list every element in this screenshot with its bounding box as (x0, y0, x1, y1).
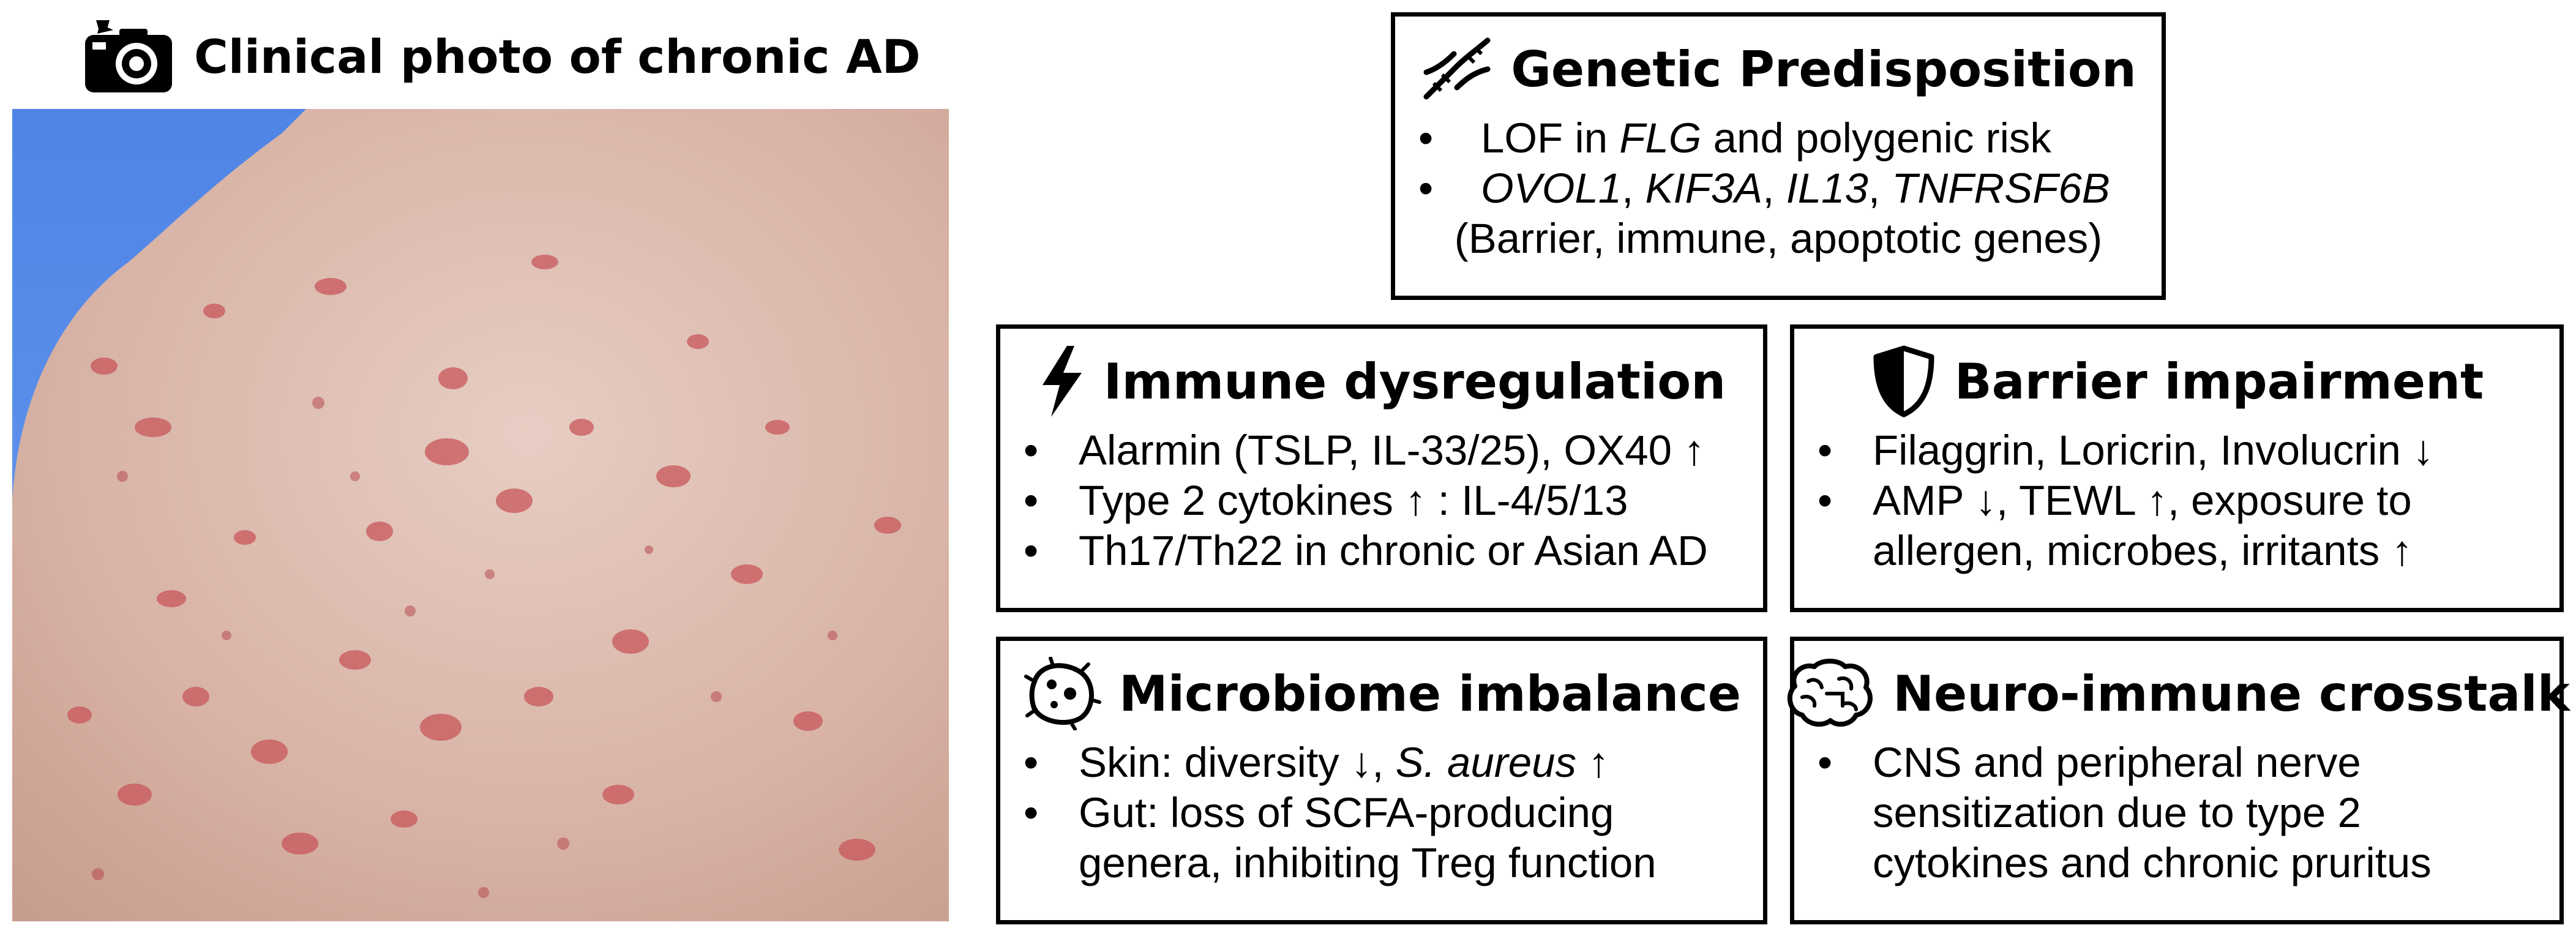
immune-title-text: Immune dysregulation (1103, 353, 1726, 410)
list-item: sensitization due to type 2 (1873, 789, 2361, 836)
microbiome-items: Skin: diversity ↓, S. aureus ↑ Gut: loss… (1000, 738, 1763, 888)
genetic-predisposition-box: Genetic Predisposition LOF in FLG and po… (1391, 12, 2166, 300)
neuro-immune-crosstalk-title: Neuro-immune crosstalk (1788, 654, 2570, 733)
list-item: allergen, microbes, irritants ↑ (1873, 527, 2413, 574)
list-item: LOF in FLG and polygenic risk (1395, 113, 2162, 163)
immune-items: Alarmin (TSLP, IL-33/25), OX40 ↑ Type 2 … (1000, 425, 1763, 576)
list-item: Filaggrin, Loricrin, Involucrin ↓ (1794, 425, 2559, 476)
list-item: Th17/Th22 in chronic or Asian AD (1000, 526, 1763, 576)
list-item: AMP ↓, TEWL ↑, exposure to (1794, 476, 2559, 526)
brain-icon (1788, 659, 1873, 727)
microbe-icon (1024, 657, 1101, 730)
genetic-title-text: Genetic Predisposition (1511, 40, 2136, 98)
microbiome-title-text: Microbiome imbalance (1118, 665, 1742, 722)
list-item: (Barrier, immune, apoptotic genes) (1454, 215, 2103, 262)
photo-header: Clinical photo of chronic AD (83, 13, 921, 99)
neuro-items: CNS and peripheral nerve sensitization d… (1794, 738, 2559, 888)
genetic-predisposition-title: Genetic Predisposition (1395, 30, 2162, 108)
immune-dysregulation-box: Immune dysregulation Alarmin (TSLP, IL-3… (996, 324, 1767, 612)
list-item: Gut: loss of SCFA-producing (1000, 788, 1763, 838)
list-item: Skin: diversity ↓, S. aureus ↑ (1000, 738, 1763, 788)
list-item: CNS and peripheral nerve (1794, 738, 2559, 788)
immune-dysregulation-title: Immune dysregulation (1000, 342, 1763, 421)
barrier-items: Filaggrin, Loricrin, Involucrin ↓ AMP ↓,… (1794, 425, 2559, 576)
camera-icon (85, 20, 172, 92)
list-item: Type 2 cytokines ↑ : IL-4/5/13 (1000, 476, 1763, 526)
neuro-title-text: Neuro-immune crosstalk (1893, 665, 2570, 722)
lightning-icon (1042, 346, 1082, 417)
list-item: genera, inhibiting Treg function (1079, 839, 1657, 886)
barrier-impairment-title: Barrier impairment (1794, 342, 2559, 421)
microbiome-imbalance-title: Microbiome imbalance (1000, 654, 1763, 733)
list-item: Alarmin (TSLP, IL-33/25), OX40 ↑ (1000, 425, 1763, 476)
list-item: OVOL1, KIF3A, IL13, TNFRSF6B (1395, 163, 2162, 214)
dna-icon (1423, 37, 1491, 100)
neuro-immune-crosstalk-box: Neuro-immune crosstalk CNS and periphera… (1788, 637, 2570, 924)
photo-title: Clinical photo of chronic AD (194, 29, 921, 84)
genetic-items: LOF in FLG and polygenic risk OVOL1, KIF… (1395, 113, 2162, 264)
shield-icon (1873, 345, 1934, 417)
barrier-title-text: Barrier impairment (1954, 353, 2484, 410)
list-item: cytokines and chronic pruritus (1873, 839, 2432, 886)
microbiome-imbalance-box: Microbiome imbalance Skin: diversity ↓, … (996, 637, 1767, 924)
clinical-photo (12, 109, 949, 921)
barrier-impairment-box: Barrier impairment Filaggrin, Loricrin, … (1790, 324, 2564, 612)
